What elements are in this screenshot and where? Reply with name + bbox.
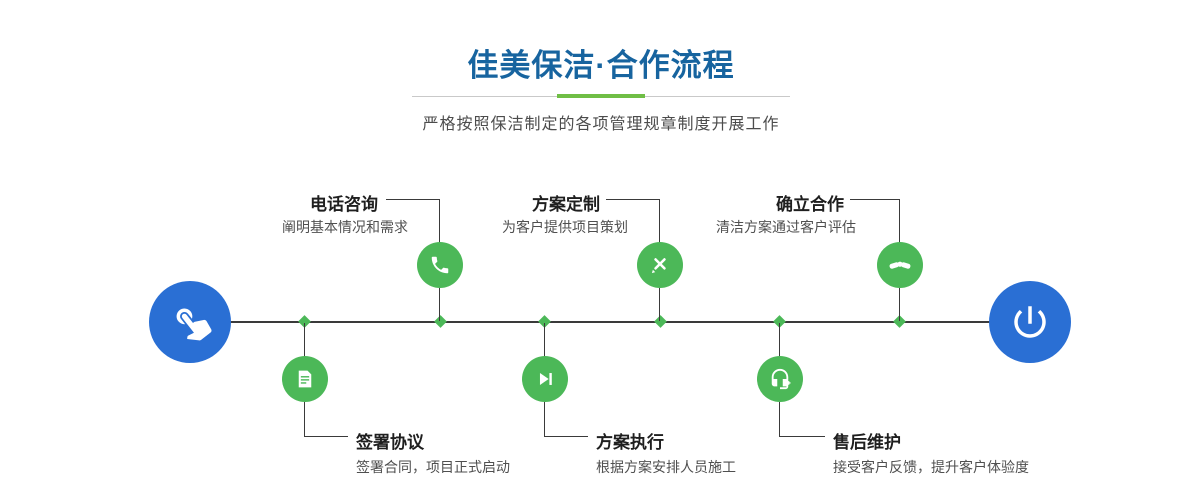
step-desc-aftersales: 接受客户反馈，提升客户体验度 — [833, 459, 1029, 475]
start-node — [149, 281, 231, 363]
step-desc-phone: 阐明基本情况和需求 — [282, 219, 408, 235]
step-desc-design: 为客户提供项目策划 — [502, 219, 628, 235]
divider-green-accent — [557, 94, 645, 98]
step-label-aftersales: 售后维护 — [833, 433, 901, 452]
power-icon — [1009, 301, 1051, 343]
step-label-execute: 方案执行 — [596, 433, 664, 452]
end-node — [989, 281, 1071, 363]
connector-line — [850, 199, 900, 200]
design-icon — [649, 254, 671, 276]
step-desc-sign: 签署合同，项目正式启动 — [356, 459, 510, 475]
pointing-hand-icon — [161, 293, 220, 352]
step-desc-execute: 根据方案安排人员施工 — [596, 459, 736, 475]
step-node-aftersales — [757, 356, 803, 402]
page-title: 佳美保洁·合作流程 — [467, 48, 735, 83]
connector-line — [779, 402, 780, 437]
connector-line — [544, 436, 588, 437]
step-label-design: 方案定制 — [532, 195, 600, 214]
connector-line — [386, 199, 440, 200]
connector-line — [439, 288, 440, 321]
step-node-design — [637, 242, 683, 288]
connector-line — [304, 402, 305, 437]
handshake-icon — [888, 253, 912, 277]
play-icon — [534, 368, 556, 390]
connector-line — [606, 199, 660, 200]
connector-line — [659, 199, 660, 243]
document-icon — [295, 369, 315, 389]
step-label-phone: 电话咨询 — [310, 195, 378, 214]
step-node-sign — [282, 356, 328, 402]
connector-line — [899, 199, 900, 243]
connector-line — [304, 436, 348, 437]
timeline-diamond — [654, 315, 667, 328]
step-desc-cooperate: 清洁方案通过客户评估 — [716, 219, 856, 235]
step-node-phone — [417, 242, 463, 288]
timeline-diamond — [434, 315, 447, 328]
page-subtitle: 严格按照保洁制定的各项管理规章制度开展工作 — [422, 116, 780, 133]
connector-line — [544, 323, 545, 356]
connector-line — [439, 199, 440, 243]
connector-line — [544, 402, 545, 437]
connector-line — [304, 323, 305, 356]
connector-line — [899, 288, 900, 321]
headset-icon — [769, 368, 791, 390]
step-label-sign: 签署协议 — [356, 433, 424, 452]
title-divider — [412, 94, 790, 99]
step-node-cooperate — [877, 242, 923, 288]
step-node-execute — [522, 356, 568, 402]
connector-line — [779, 436, 825, 437]
connector-line — [659, 288, 660, 321]
connector-line — [779, 323, 780, 356]
timeline-line — [230, 321, 990, 323]
phone-icon — [429, 254, 451, 276]
step-label-cooperate: 确立合作 — [776, 195, 844, 214]
